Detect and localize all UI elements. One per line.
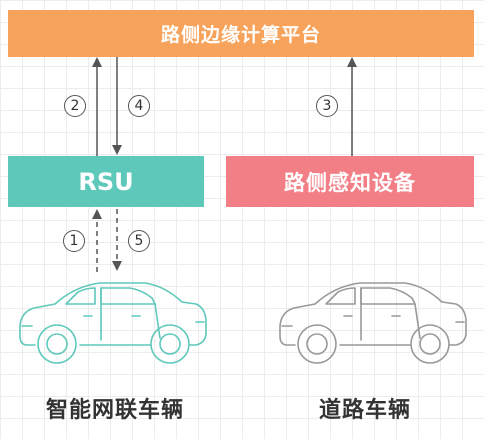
connected-vehicle-label: 智能网联车辆	[45, 398, 184, 423]
step-2-badge: 2	[64, 95, 86, 117]
rsu-label: RSU	[78, 167, 134, 196]
roadside-sensor-label: 路侧感知设备	[284, 170, 416, 195]
step-5-badge: 5	[128, 230, 150, 252]
roadside-sensor-box: 路侧感知设备	[226, 156, 474, 207]
edge-computing-platform-label: 路侧边缘计算平台	[160, 24, 321, 46]
connected-car-icon	[19, 282, 207, 364]
road-car-icon	[279, 282, 467, 364]
step-4-badge: 4	[128, 95, 150, 117]
step-3-badge: 3	[316, 95, 338, 117]
road-vehicle-label: 道路车辆	[318, 398, 411, 423]
rsu-box: RSU	[8, 156, 204, 207]
edge-computing-platform-box: 路侧边缘计算平台	[8, 10, 474, 57]
step-1-badge: 1	[63, 230, 85, 252]
